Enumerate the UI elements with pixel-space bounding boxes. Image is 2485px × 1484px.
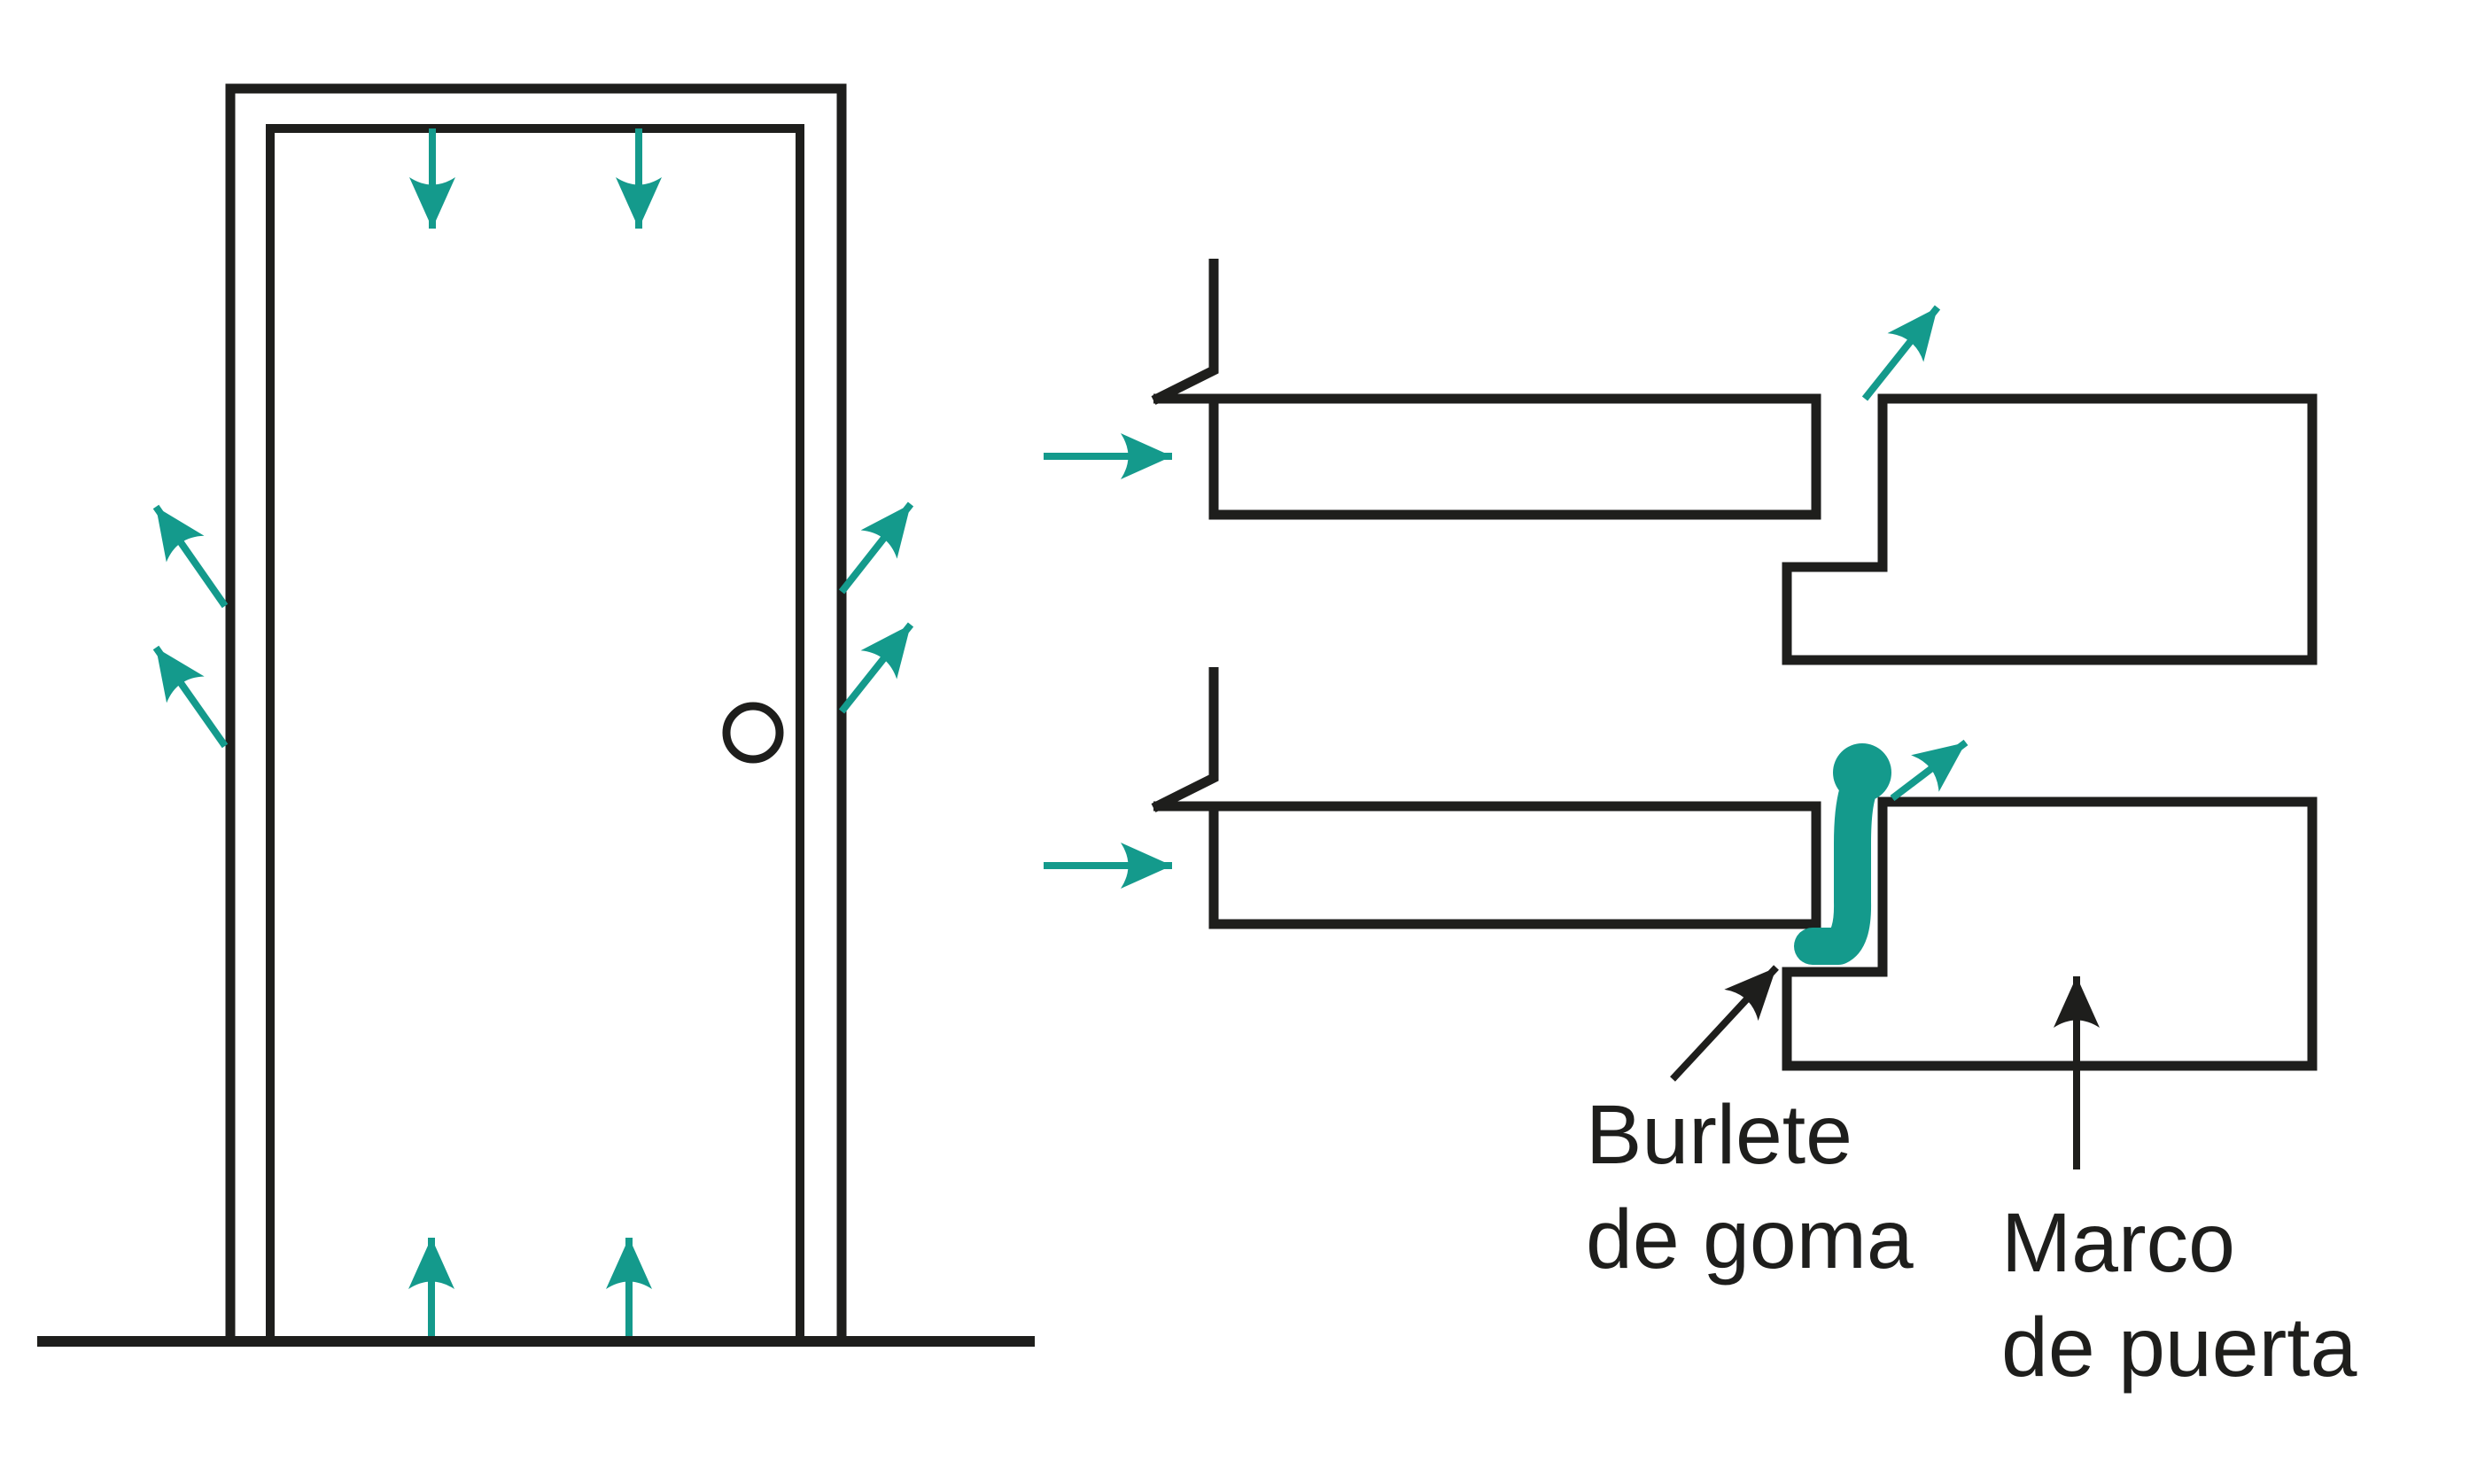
cross-section-unsealed: [1044, 259, 2318, 665]
frame-label-line1: Marco: [2001, 1196, 2235, 1290]
seal-label-line1: Burlete: [1586, 1088, 1852, 1182]
rubber-seal-bulb: [1833, 743, 1891, 802]
air-escape-arrow-icon: [1861, 305, 1941, 401]
air-leak-arrow-left-lower-icon: [152, 645, 229, 749]
break-mark: [1151, 259, 1219, 405]
air-deflected-arrow-icon: [1890, 739, 1969, 802]
seal-callout-arrow-icon: [1670, 965, 1779, 1082]
door-frame-profile: [1782, 393, 2318, 665]
seal-label-line2: de goma: [1586, 1193, 1914, 1286]
frame-label-line2: de puerta: [2001, 1301, 2357, 1395]
cross-section-sealed: [1044, 667, 2318, 1071]
door-frame-profile: [1782, 796, 2318, 1071]
door-knob: [722, 702, 784, 764]
door-elevation: [37, 83, 1035, 1347]
door-edge-profile: [1153, 393, 1821, 520]
break-mark: [1151, 667, 1219, 812]
door-leaf-outline: [266, 124, 804, 1341]
door-edge-profile: [1153, 801, 1821, 929]
air-leak-arrow-right-lower-icon: [838, 622, 914, 714]
air-leak-arrow-left-upper-icon: [152, 504, 229, 609]
door-frame-outline: [225, 83, 847, 1341]
air-leak-arrow-right-upper-icon: [838, 501, 914, 594]
callouts: Burlete de goma Marco de puerta: [1586, 965, 2357, 1395]
